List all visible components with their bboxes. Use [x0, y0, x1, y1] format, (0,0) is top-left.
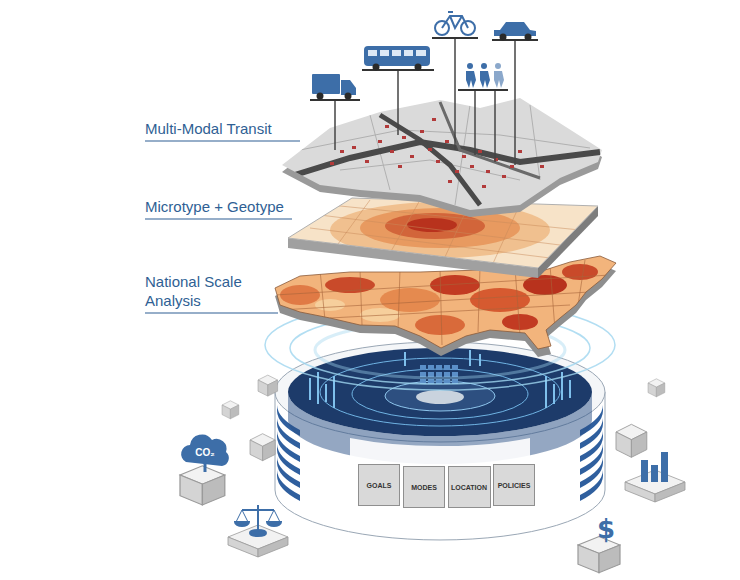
cylinder-panel: GOALS [358, 464, 400, 506]
cylinder-panel: LOCATION [448, 466, 491, 508]
panel-text: GOALS [367, 482, 392, 489]
bar-chart-icon [625, 452, 685, 502]
co2-symbol: CO₂ [195, 447, 214, 458]
layer-label: Multi-Modal Transit [145, 119, 345, 138]
transport-icons [310, 12, 538, 165]
panel-text: POLICIES [498, 482, 531, 489]
leader-line [145, 312, 278, 313]
transit-map-layer [270, 90, 610, 220]
co2-cloud-icon [180, 434, 229, 504]
dollar-icon: $ [578, 514, 620, 573]
panel-text: LOCATION [451, 484, 487, 491]
leader-line [145, 218, 292, 219]
cylinder-panel: POLICIES [493, 464, 535, 506]
layer-label: Microtype + Geotype [145, 197, 345, 216]
scales-icon [228, 505, 288, 557]
layer-label: National Scale Analysis [145, 272, 263, 310]
svg-text:$: $ [597, 514, 615, 544]
leader-line [145, 140, 300, 141]
panel-text: MODES [411, 484, 437, 491]
cylinder-panel: MODES [403, 466, 445, 508]
scattered-cubes [222, 375, 665, 461]
